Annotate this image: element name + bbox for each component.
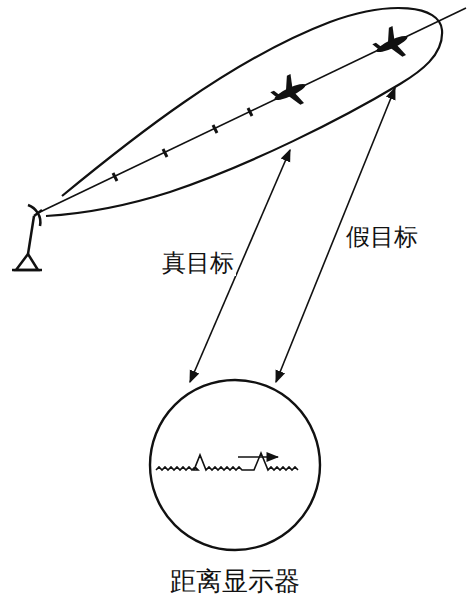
target-label: 真目标 <box>160 250 236 276</box>
beam-axis <box>40 8 466 212</box>
radar-antenna <box>12 205 42 270</box>
range-ticks <box>113 108 252 181</box>
display-caption: 距离显示器 <box>145 566 325 597</box>
display-trace <box>156 453 298 470</box>
aircraft <box>369 22 414 66</box>
aircraft <box>267 70 312 114</box>
display-circle <box>150 380 320 550</box>
moving-arrow <box>238 456 278 458</box>
beam-lobe <box>46 8 442 216</box>
target-label: 假目标 <box>344 224 420 250</box>
display-node: 距离显示器 <box>145 378 325 603</box>
